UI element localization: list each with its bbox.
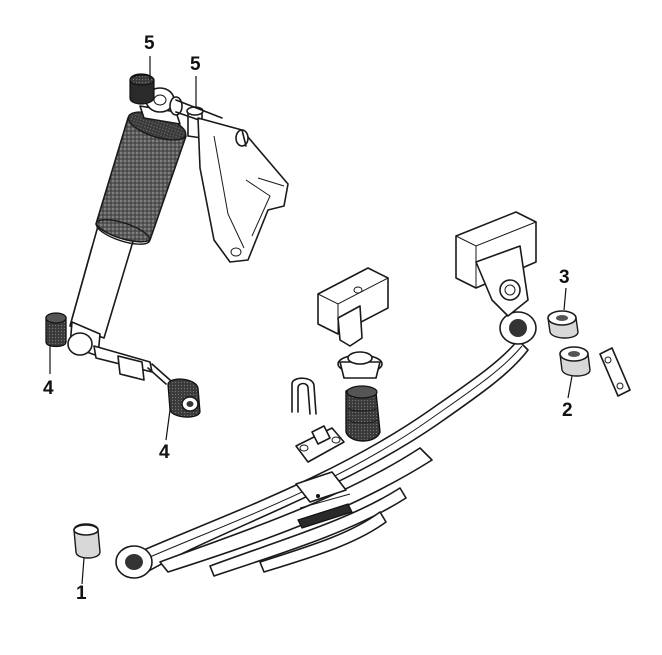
part-1-bush [73,523,101,559]
callout-3: 3 [559,267,570,288]
leaf-spring [115,311,537,579]
part-2-bush [559,346,631,397]
lower-bush-set [45,312,201,418]
rear-spring-hanger [455,211,537,317]
callout-2: 2 [562,400,573,421]
callout-4-right: 4 [159,442,170,463]
u-bolt [291,377,345,463]
shock-absorber [67,87,187,357]
bump-stop-bracket [317,267,389,347]
leader-lines [49,56,573,585]
upper-shock-bracket [197,117,289,263]
callout-4-left: 4 [43,378,54,399]
part-3-bush [547,310,579,339]
callout-5-right: 5 [190,54,201,75]
rubber-bump-stop [337,351,383,442]
callout-1: 1 [76,583,87,604]
shock-lower-tube [69,225,135,339]
callout-5-left: 5 [144,33,155,54]
